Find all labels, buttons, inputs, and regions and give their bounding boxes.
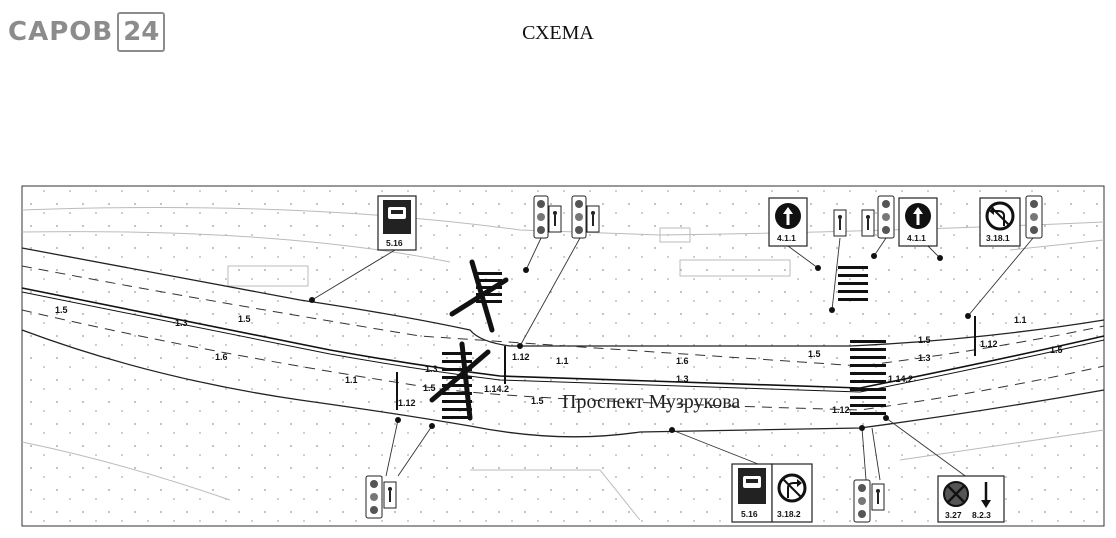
pole-dots	[309, 253, 971, 433]
marking-label: 1.1	[1014, 315, 1027, 325]
street-name: Проспект Музрукова	[562, 391, 740, 413]
marking-label: 1.12	[832, 405, 850, 415]
center-line-2	[21, 291, 1105, 393]
logo: САРОВ 24	[8, 10, 166, 54]
arrow-up-icon	[783, 207, 793, 225]
road-edges	[21, 247, 1105, 438]
marking-label: 1.3	[676, 374, 689, 384]
pedestrian-icon	[553, 211, 557, 215]
sign-code: 5.16	[386, 238, 403, 248]
sign-no-stopping: 3.27 8.2.3	[937, 475, 1005, 523]
sign-code: 3.27	[945, 510, 962, 520]
traffic-light-bottom-1	[365, 475, 397, 519]
center-line	[21, 287, 1105, 389]
marking-label: 1.5	[918, 335, 931, 345]
marking-label: 1.1	[345, 375, 358, 385]
sign-straight-only-2: 4.1.1	[898, 197, 938, 247]
pedestrian-icon	[838, 215, 842, 219]
pedestrian-icon	[591, 211, 595, 215]
marking-label: 1.5	[808, 349, 821, 359]
marking-label: 1.12	[980, 339, 998, 349]
traffic-light-top-3	[833, 195, 895, 239]
marking-label: 1.14.2	[888, 374, 913, 384]
sign-code: 3.18.1	[986, 233, 1010, 243]
crosswalk-left-top	[476, 272, 502, 303]
sign-straight-only-1: 4.1.1	[768, 197, 808, 247]
logo-word: САРОВ	[8, 17, 114, 47]
turn-arrow-icon	[994, 210, 1005, 226]
crosswalk-right	[850, 340, 886, 415]
traffic-light-top-1	[533, 195, 562, 239]
traffic-light-top-2	[571, 195, 600, 239]
marking-label: 1.3	[425, 364, 438, 374]
marking-label: 1.5	[238, 314, 251, 324]
marking-label: 1.5	[1050, 345, 1063, 355]
pedestrian-icon	[388, 487, 392, 491]
page-title: СХЕМА	[522, 22, 594, 44]
sign-code: 4.1.1	[777, 233, 796, 243]
marking-label: 1.1	[556, 356, 569, 366]
sign-code: 5.16	[741, 509, 758, 519]
removed-crossing-mark	[429, 259, 509, 421]
sign-bus-stop-top: 5.16	[377, 195, 417, 251]
logo-number: 24	[117, 12, 166, 52]
marking-label: 1.3	[175, 318, 188, 328]
traffic-light-bottom-2	[853, 479, 885, 523]
lane-dashes	[21, 265, 1105, 411]
marking-label: 1.5	[423, 383, 436, 393]
sign-code: 8.2.3	[972, 510, 991, 520]
stop-lines	[396, 316, 976, 410]
marking-label: 1.12	[512, 352, 530, 362]
marking-label: 1.6	[215, 352, 228, 362]
sign-leader-lines	[311, 237, 1034, 481]
marking-label: 1.3	[918, 353, 931, 363]
sign-bus-stop-bottom: 5.16	[731, 463, 773, 523]
marking-label: 1.5	[531, 396, 544, 406]
crosswalk-right-top	[838, 266, 868, 301]
pedestrian-icon	[876, 489, 880, 493]
sign-code: 4.1.1	[907, 233, 926, 243]
marking-label: 1.6	[676, 356, 689, 366]
sign-no-right-turn: 3.18.2	[771, 463, 813, 523]
sign-no-left-turn: 3.18.1	[979, 195, 1043, 247]
marking-label: 1.14.2	[484, 384, 509, 394]
marking-label: 1.12	[398, 398, 416, 408]
marking-labels: 1.5 1.3 1.5 1.6 1.3 1.1 1.5 1.12 1.12 1.…	[55, 305, 1063, 415]
marking-label: 1.5	[55, 305, 68, 315]
sign-code: 3.18.2	[777, 509, 801, 519]
arrow-up-icon	[913, 207, 923, 225]
background-plan	[21, 207, 1105, 521]
